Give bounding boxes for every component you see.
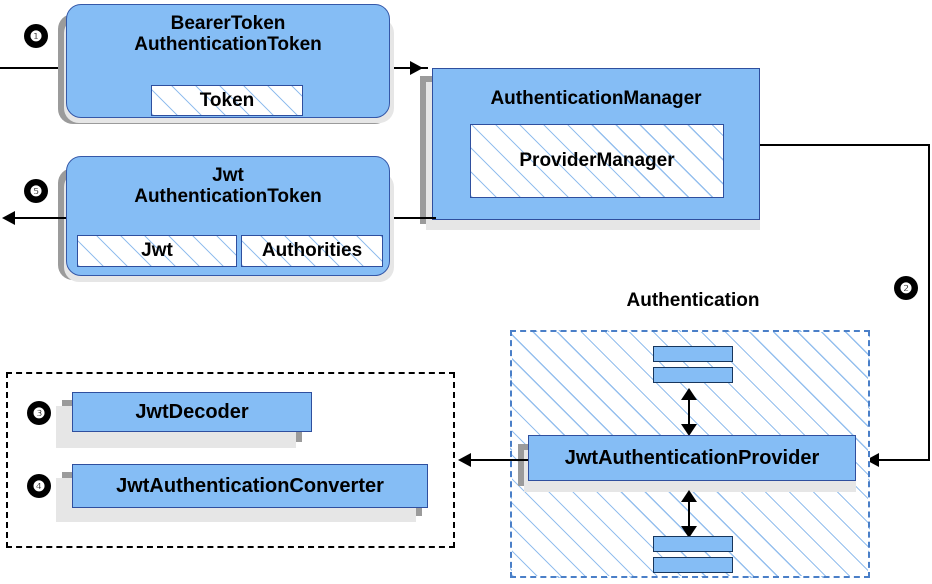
- provider-stack-bar-top-1: [653, 346, 733, 362]
- step-badge-3-label: ❸: [32, 405, 46, 421]
- node-jwt-decoder[interactable]: JwtDecoder: [72, 392, 312, 432]
- arrowhead-into-decoder-group: [458, 453, 471, 467]
- jwt-converter-title: JwtAuthenticationConverter: [116, 474, 384, 497]
- bearer-token-subbox-label: Token: [199, 89, 255, 111]
- step-badge-2: ❷: [895, 277, 917, 299]
- jwt-token-subbox-authorities[interactable]: Authorities: [241, 235, 383, 267]
- bearer-token-title: BearerToken AuthenticationToken: [67, 13, 389, 56]
- arrowhead-provider-bottom-up: [681, 490, 697, 502]
- connector-provider-bottom-double-arrow-line: [688, 497, 690, 529]
- connector-authmanager-to-jwttoken: [390, 217, 436, 219]
- jwt-decoder-title: JwtDecoder: [135, 400, 249, 423]
- arrowhead-provider-top-up: [681, 388, 697, 400]
- jwt-token-title-line2: AuthenticationToken: [134, 186, 322, 208]
- step-badge-2-label: ❷: [899, 280, 913, 296]
- arrowhead-provider-bottom-down: [681, 526, 697, 538]
- connector-step2-top: [760, 144, 930, 146]
- auth-manager-title: AuthenticationManager: [490, 88, 702, 109]
- node-authentication-manager[interactable]: AuthenticationManager ProviderManager: [432, 68, 760, 220]
- auth-manager-subbox-provider-manager[interactable]: ProviderManager: [470, 124, 724, 198]
- arrowhead-provider-top-down: [681, 424, 697, 436]
- connector-step1-inbound: [0, 67, 66, 69]
- arrowhead-to-authmanager: [410, 61, 423, 75]
- provider-stack-bar-top-2: [653, 367, 733, 383]
- node-jwt-authentication-converter[interactable]: JwtAuthenticationConverter: [72, 464, 428, 508]
- step-badge-4: ❹: [28, 475, 50, 497]
- bearer-token-subbox-token[interactable]: Token: [151, 85, 303, 116]
- bearer-token-title-line2: AuthenticationToken: [134, 34, 322, 56]
- providers-label-line1: Authentication: [626, 289, 760, 311]
- jwt-support-components-container: [6, 372, 455, 548]
- jwt-provider-title: JwtAuthenticationProvider: [564, 446, 820, 469]
- jwt-token-subbox-authorities-label: Authorities: [261, 240, 363, 262]
- jwt-token-subbox-jwt[interactable]: Jwt: [77, 235, 237, 267]
- bearer-token-title-line1: BearerToken: [170, 13, 286, 34]
- step-badge-5-label: ❺: [29, 183, 43, 199]
- step-badge-3: ❸: [28, 402, 50, 424]
- connector-provider-top-double-arrow-line: [688, 395, 690, 427]
- connector-step2-vertical: [928, 144, 930, 461]
- node-jwt-authentication-token[interactable]: Jwt AuthenticationToken Jwt Authorities: [66, 156, 390, 276]
- jwt-token-title-line1: Jwt: [212, 165, 244, 186]
- step-badge-1-label: ❶: [29, 28, 43, 44]
- provider-stack-bar-bottom-1: [653, 536, 733, 552]
- connector-provider-to-decoder-group: [470, 459, 528, 461]
- jwt-token-subbox-jwt-label: Jwt: [141, 240, 173, 262]
- step-badge-5: ❺: [25, 180, 47, 202]
- step-badge-1: ❶: [25, 25, 47, 47]
- jwt-token-title: Jwt AuthenticationToken: [67, 165, 389, 208]
- auth-manager-subbox-label: ProviderManager: [519, 150, 675, 172]
- connector-step2-bottom: [868, 459, 930, 461]
- connector-step5-outbound: [14, 217, 66, 219]
- node-bearer-token-authentication-token[interactable]: BearerToken AuthenticationToken Token: [66, 4, 390, 118]
- step-badge-4-label: ❹: [32, 478, 46, 494]
- arrowhead-step5-out: [2, 211, 15, 225]
- node-jwt-authentication-provider[interactable]: JwtAuthenticationProvider: [528, 435, 856, 481]
- provider-stack-bar-bottom-2: [653, 557, 733, 573]
- connector-bearertoken-to-authmanager: [390, 67, 428, 69]
